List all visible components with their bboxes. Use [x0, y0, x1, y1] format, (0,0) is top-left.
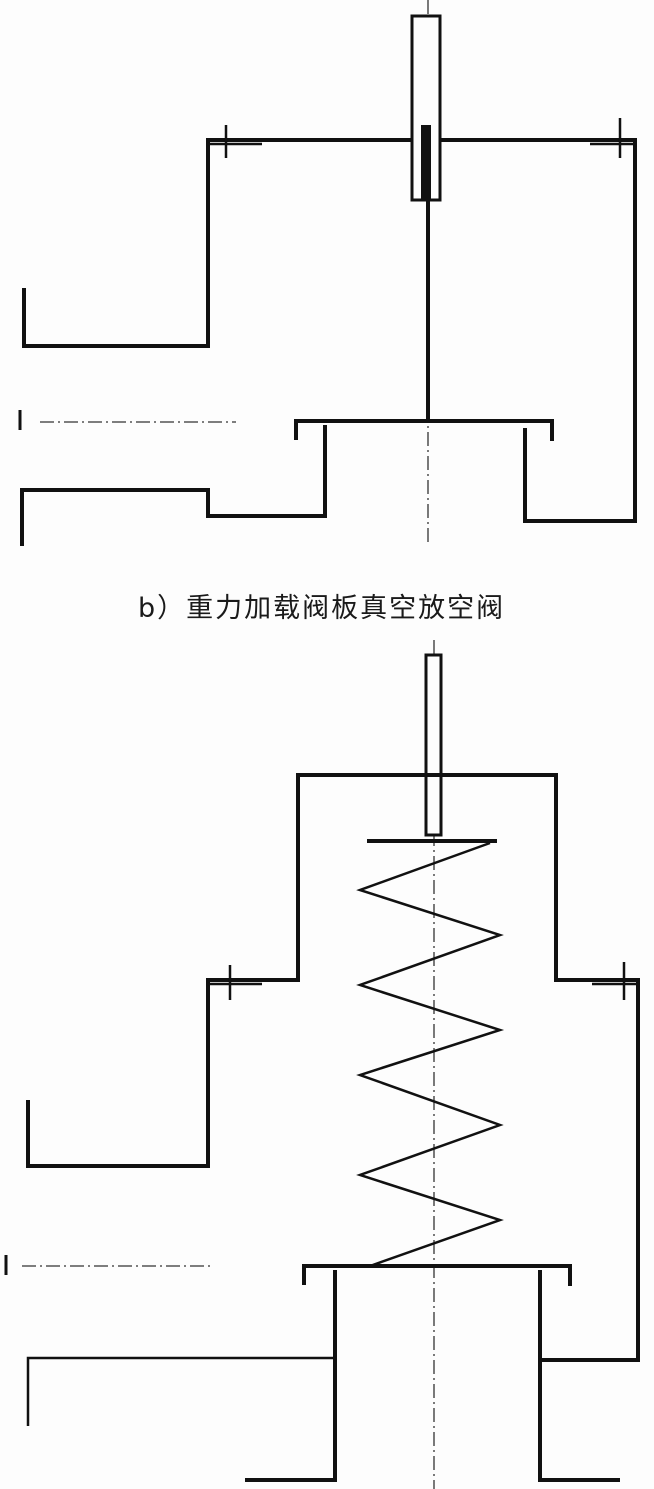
figure-caption: b）重力加载阀板真空放空阀 — [138, 593, 506, 624]
weight-block — [421, 125, 431, 200]
spring-valve-diagram — [4, 640, 640, 1489]
inlet-seat — [20, 425, 327, 546]
valve-body-upper — [22, 138, 637, 523]
valve-plate — [294, 419, 554, 441]
inlet-pipe — [26, 1356, 335, 1426]
valve-stem — [424, 653, 443, 837]
valve-body — [26, 773, 640, 1362]
valve-plate — [302, 1264, 572, 1286]
gravity-valve-diagram — [18, 0, 637, 546]
seat-right-wall — [538, 1270, 620, 1482]
spring — [356, 841, 505, 1268]
seat-left-wall — [245, 1270, 337, 1482]
